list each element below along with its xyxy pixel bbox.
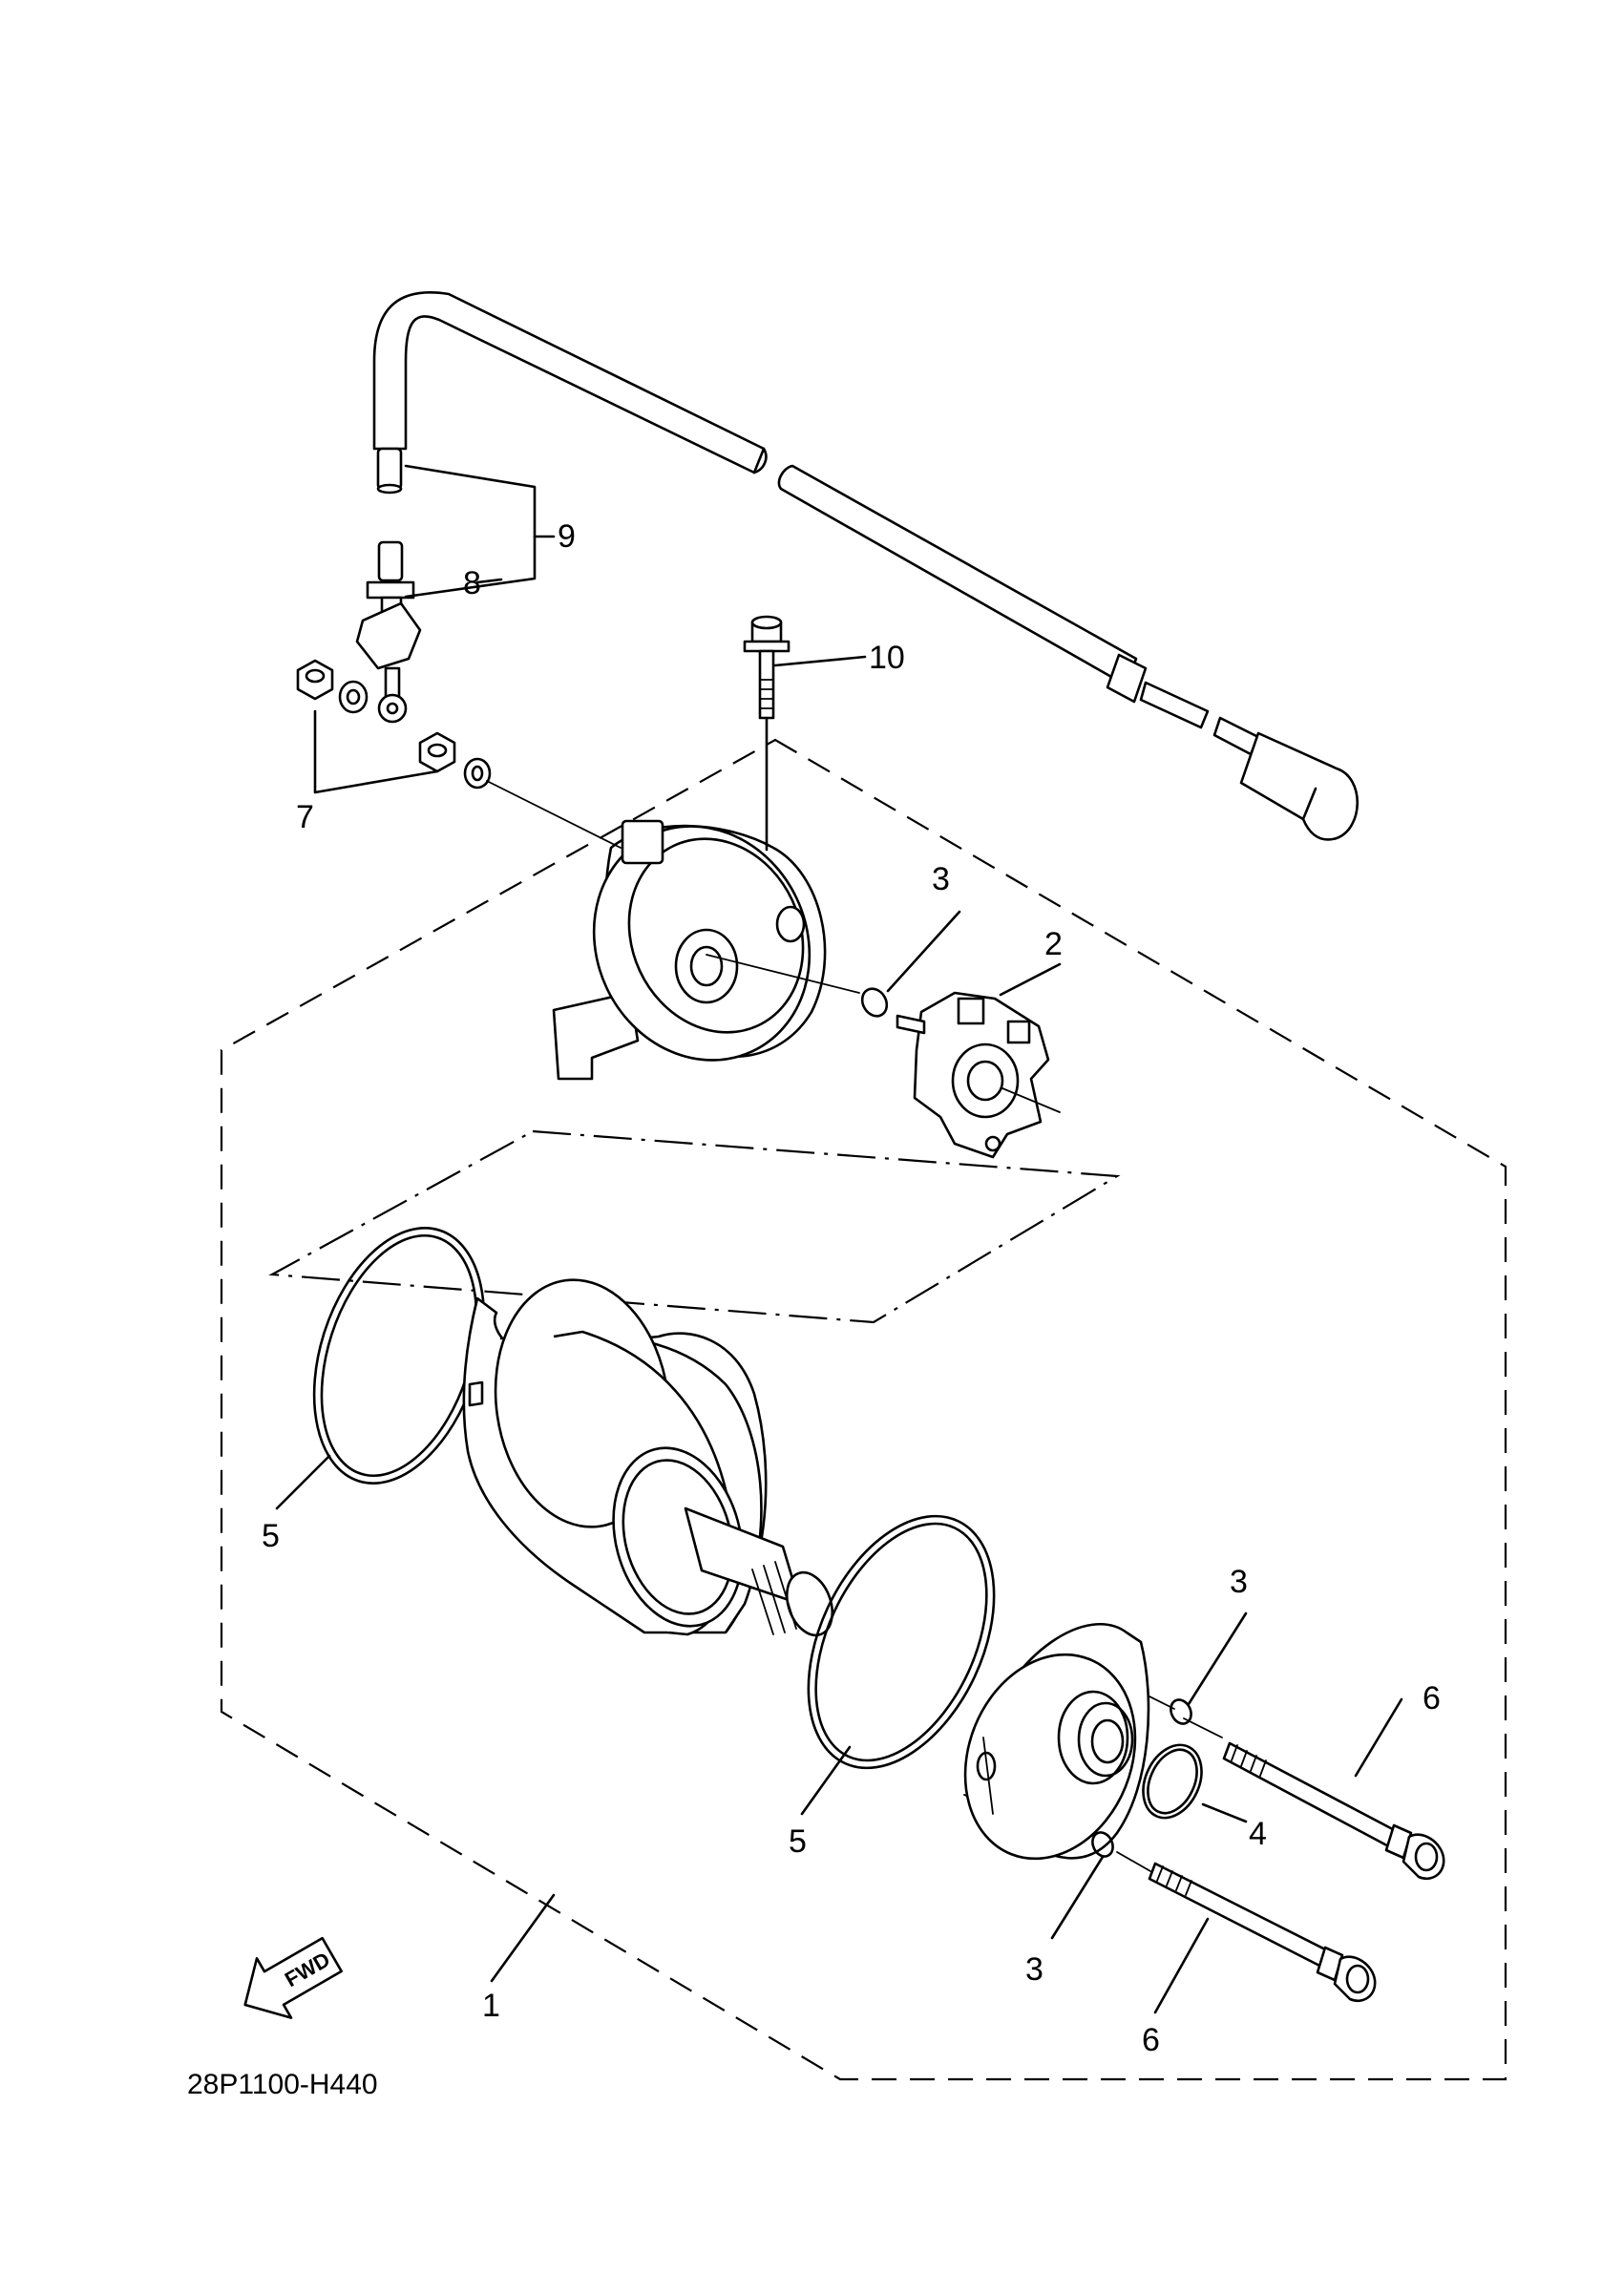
brush-holder [896, 991, 1050, 1159]
o-ring-rear [860, 987, 889, 1018]
callout-4: 4 [1249, 1816, 1267, 1852]
starter-cable [372, 291, 1359, 841]
forward-direction-arrow: FWD [243, 1936, 343, 2019]
o-ring-front-lower [1091, 1831, 1114, 1858]
callout-2: 2 [1044, 926, 1063, 962]
callout-3-upper: 3 [932, 861, 950, 897]
callout-6-upper: 6 [1423, 1680, 1441, 1717]
callout-7: 9 [558, 518, 576, 555]
callout-9: 7 [296, 799, 314, 835]
callout-6-lower: 6 [1142, 2022, 1160, 2058]
terminal-lead [355, 540, 422, 724]
callout-3-lower: 3 [1025, 1951, 1043, 1988]
o-ring-4 [1142, 1743, 1203, 1820]
motor-yoke [462, 1278, 834, 1637]
through-bolt-lower [1148, 1862, 1377, 2002]
armature-reference-outline [268, 1129, 1121, 1324]
callout-3-right: 3 [1230, 1564, 1248, 1600]
gasket-right [807, 1514, 996, 1770]
nuts-and-washers [296, 659, 492, 790]
bolt-10 [743, 615, 790, 720]
front-cover [963, 1623, 1150, 1861]
leader-lines [275, 464, 1403, 2014]
rear-cover [552, 716, 827, 1081]
diagram-code: 28P1100-H440 [187, 2069, 378, 2100]
callout-8: 8 [463, 565, 481, 601]
o-ring-4-inner [1147, 1748, 1198, 1815]
callout-5-left: 5 [262, 1518, 280, 1554]
callout-10: 10 [869, 640, 905, 676]
starter-assembly-boundary [220, 738, 1507, 2081]
callout-1: 1 [482, 1988, 500, 2024]
o-ring-front-upper [1170, 1698, 1192, 1725]
through-bolt-upper [1222, 1741, 1445, 1880]
callout-5-right: 5 [789, 1823, 807, 1860]
